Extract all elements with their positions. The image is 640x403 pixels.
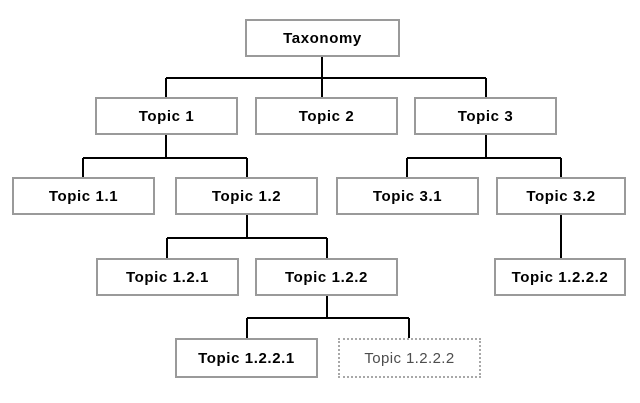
node-label: Topic 1.1 — [48, 187, 119, 205]
node-label: Topic 3 — [457, 107, 514, 125]
edge-root-children — [164, 57, 488, 97]
node-t1222r[interactable]: Topic 1.2.2.2 — [494, 258, 626, 296]
node-t122[interactable]: Topic 1.2.2 — [255, 258, 398, 296]
node-root[interactable]: Taxonomy — [245, 19, 400, 57]
node-t32[interactable]: Topic 3.2 — [496, 177, 626, 215]
node-t1222g[interactable]: Topic 1.2.2.2 — [338, 338, 481, 378]
node-label: Topic 3.2 — [526, 187, 596, 205]
node-label: Topic 3.1 — [372, 187, 443, 205]
node-t2[interactable]: Topic 2 — [255, 97, 398, 135]
node-t12[interactable]: Topic 1.2 — [175, 177, 318, 215]
node-t1221[interactable]: Topic 1.2.2.1 — [175, 338, 318, 378]
node-t121[interactable]: Topic 1.2.1 — [96, 258, 239, 296]
node-label: Topic 1.2.2.2 — [511, 268, 609, 286]
edge-t12-children — [165, 215, 329, 258]
node-label: Topic 1.2 — [211, 187, 282, 205]
node-label: Topic 1 — [138, 107, 195, 125]
node-label: Topic 2 — [298, 107, 355, 125]
edge-t3-children — [405, 135, 563, 177]
node-label: Taxonomy — [283, 29, 362, 47]
node-t1[interactable]: Topic 1 — [95, 97, 238, 135]
node-label: Topic 1.2.1 — [125, 268, 209, 286]
edge-t122-children — [245, 296, 411, 338]
node-label: Topic 1.2.2.1 — [198, 349, 295, 367]
node-t31[interactable]: Topic 3.1 — [336, 177, 479, 215]
node-t11[interactable]: Topic 1.1 — [12, 177, 155, 215]
node-t3[interactable]: Topic 3 — [414, 97, 557, 135]
node-label: Topic 1.2.2 — [284, 268, 368, 286]
node-label: Topic 1.2.2.2 — [364, 349, 455, 367]
edge-t1-children — [81, 135, 249, 177]
